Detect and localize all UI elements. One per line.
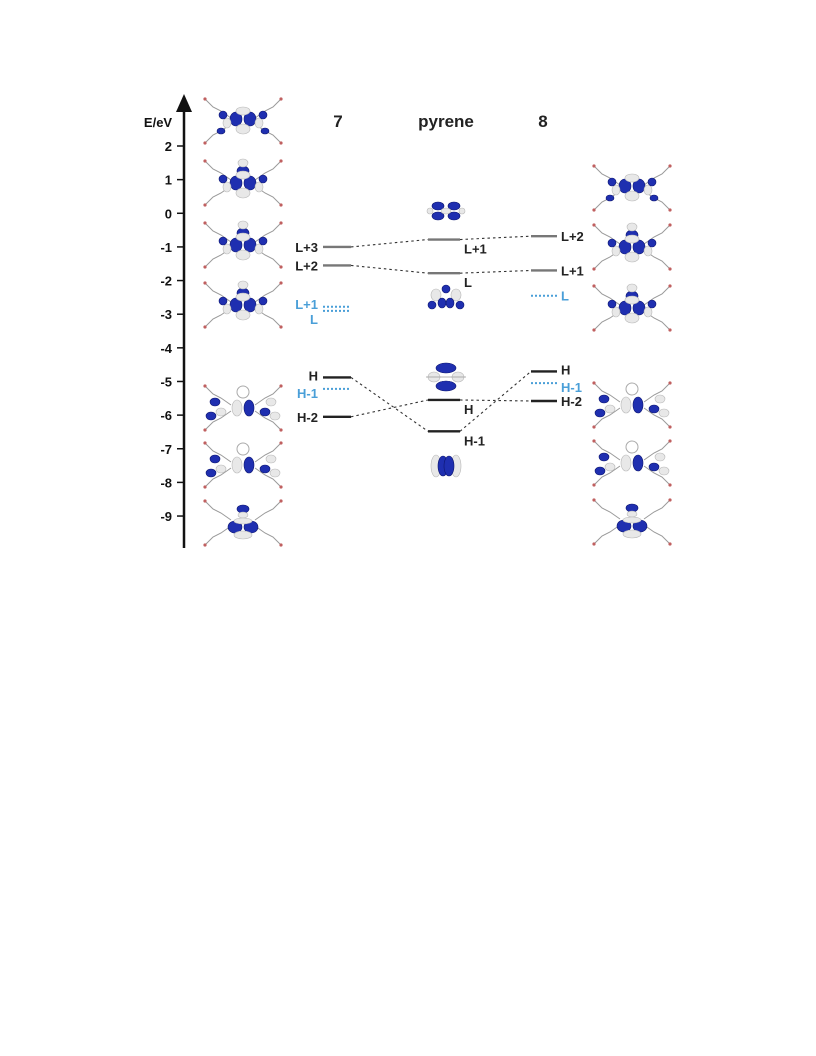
- orbital-7-L+2: [203, 158, 283, 207]
- axis-tick-label: 1: [165, 173, 172, 188]
- level-label-c7-h-2: H-2: [297, 410, 318, 425]
- orbital-7-L+3: [203, 97, 283, 145]
- column-header-c8: 8: [538, 112, 547, 131]
- correlation-line: [350, 399, 429, 418]
- level-label-c8-h-2: H-2: [561, 394, 582, 409]
- level-label-c8-l: L: [561, 289, 569, 304]
- correlation-line: [459, 235, 532, 241]
- axis-tick-label: 2: [165, 139, 172, 154]
- axis-tick-label: -9: [160, 509, 172, 524]
- level-label-pyrene-l: L: [464, 275, 472, 290]
- orbital-8-L+2: [592, 164, 672, 212]
- correlation-line: [350, 376, 429, 432]
- orbital-7-H-1: [203, 441, 283, 489]
- correlation-line: [350, 238, 429, 248]
- level-label-pyrene-h: H: [464, 402, 473, 417]
- level-label-c7-lplus1: L+1: [295, 297, 318, 312]
- level-label-pyrene-h-1: H-1: [464, 433, 485, 448]
- column-header-pyrene: pyrene: [418, 112, 474, 131]
- orbital-pyrene-H-1: [430, 454, 462, 478]
- column-headers: 7 pyrene 8: [333, 112, 547, 131]
- orbital-images: [203, 97, 672, 547]
- correlation-line: [459, 399, 532, 402]
- correlation-line: [459, 269, 532, 274]
- energy-axis: E/eV 2 1 0 -1 -2 -3 -4 -5 -6 -7 -8 -9: [144, 94, 192, 548]
- level-label-c7-h: H: [309, 368, 318, 383]
- axis-label: E/eV: [144, 115, 173, 130]
- axis-tick-label: -3: [160, 307, 172, 322]
- correlation-line: [350, 264, 429, 274]
- level-label-c7-l: L: [310, 312, 318, 327]
- orbital-8-H-1: [592, 439, 672, 487]
- axis-tick-label: -6: [160, 408, 172, 423]
- axis-arrowhead: [176, 94, 192, 112]
- axis-tick-label: 0: [165, 206, 172, 221]
- orbital-7-H-2: [203, 499, 283, 547]
- level-label-c7-h-1: H-1: [297, 386, 318, 401]
- orbital-pyrene-H: [426, 362, 466, 392]
- orbital-pyrene-L: [427, 284, 465, 310]
- level-label-c8-h-1: H-1: [561, 380, 582, 395]
- level-label-c8-h: H: [561, 362, 570, 377]
- level-label-c7-lplus2: L+2: [295, 258, 318, 273]
- level-label-pyrene-lplus1: L+1: [464, 242, 487, 257]
- orbital-8-H: [592, 381, 672, 429]
- level-label-c8-lplus2: L+2: [561, 229, 584, 244]
- orbital-7-H: [203, 384, 283, 432]
- orbital-7-L+1: [203, 220, 283, 269]
- axis-tick-label: -2: [160, 274, 172, 289]
- axis-tick-label: -5: [160, 374, 172, 389]
- orbital-8-L: [592, 283, 672, 332]
- level-label-c8-lplus1: L+1: [561, 263, 584, 278]
- orbital-8-H-2: [592, 498, 672, 546]
- axis-tick-label: -8: [160, 475, 172, 490]
- correlation-lines: [350, 235, 532, 432]
- level-label-c7-lplus3: L+3: [295, 240, 318, 255]
- axis-tick-label: -4: [160, 341, 172, 356]
- axis-tick-label: -7: [160, 442, 172, 457]
- correlation-line: [459, 370, 532, 432]
- orbital-7-L: [203, 280, 283, 329]
- orbital-8-L+1: [592, 222, 672, 271]
- column-header-c7: 7: [333, 112, 342, 131]
- orbital-pyrene-L+1: [426, 201, 466, 221]
- axis-tick-label: -1: [160, 240, 172, 255]
